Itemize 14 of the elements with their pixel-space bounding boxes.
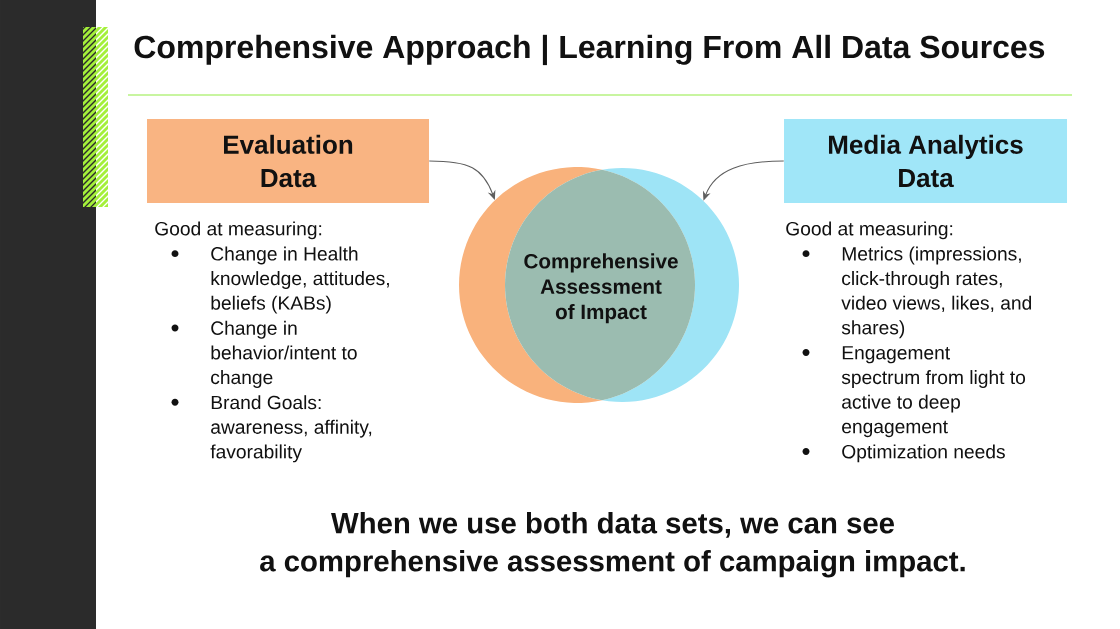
bullet-text: Metrics (impressions, click-through rates, video views, likes, and shares) — [841, 246, 1031, 339]
data-box: Evaluation Data — [147, 119, 429, 203]
intro-text: Good at measuring: — [786, 221, 953, 240]
bullet-text: Optimization needs — [842, 444, 1005, 463]
bullet-text: Brand Goals: awareness, affinity, favorability — [210, 395, 372, 463]
bullet-text: Engagement spectrum from light to active to deep engagement — [841, 346, 1026, 438]
bullet-text: Change in Health knowledge, attitudes, beliefs (KABs) — [211, 246, 389, 314]
venn-overlap: Comprehensive Assessment of Impact — [505, 169, 695, 401]
bullet-text: Change in behavior/intent to change — [211, 320, 357, 388]
caption-text: When we use both data sets, we can see a comprehensive assessment of campaign impact. — [260, 512, 965, 578]
data-box: Media Analytics Data — [784, 119, 1067, 203]
curved-arrow — [428, 160, 496, 200]
intro-text: Good at measuring: — [155, 221, 322, 240]
slide-title: Comprehensive Approach | Learning From All Data Sources — [134, 34, 1045, 66]
